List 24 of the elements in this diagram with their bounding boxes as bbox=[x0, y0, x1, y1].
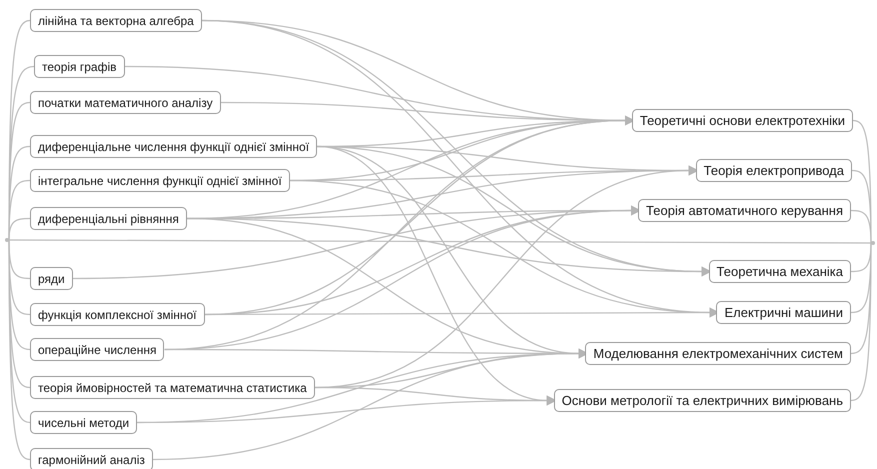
node-label: Теорія автоматичного керування bbox=[646, 202, 843, 220]
node-label: Моделювання електромеханічних систем bbox=[593, 344, 843, 363]
node-label: Основи метрології та електричних вимірювань bbox=[562, 392, 843, 410]
node-label: початки математичного аналізу bbox=[38, 94, 213, 112]
node-label: Теоретична механіка bbox=[716, 262, 843, 281]
node-label: чисельні методи bbox=[38, 414, 130, 432]
node-label: диференціальне числення функції однієї змінної bbox=[38, 138, 310, 156]
connector-line bbox=[8, 240, 30, 460]
node-label: Теорія електропривода bbox=[704, 162, 844, 180]
node-label: теорія графів bbox=[42, 58, 117, 76]
node-label: диференціальні рівняння bbox=[38, 210, 179, 228]
node-label: гармонійний аналіз bbox=[38, 452, 145, 468]
node-label: лінійна та векторна алгебра bbox=[38, 12, 194, 30]
node-label: інтегральне числення функції однієї змінної bbox=[38, 172, 282, 190]
node-label: функція комплексної змінної bbox=[38, 306, 197, 324]
connector-line bbox=[850, 210, 872, 244]
connector-line bbox=[850, 243, 872, 402]
connector-line bbox=[9, 239, 871, 244]
connector-line bbox=[8, 218, 30, 240]
node-label: ряди bbox=[38, 270, 65, 288]
node-label: теорія ймовірностей та математична статистика bbox=[38, 380, 307, 396]
node-label: Електричні машини bbox=[724, 304, 843, 322]
node-label: операційне числення bbox=[38, 342, 156, 358]
node-label: Теоретичні основи електротехніки bbox=[640, 112, 845, 130]
